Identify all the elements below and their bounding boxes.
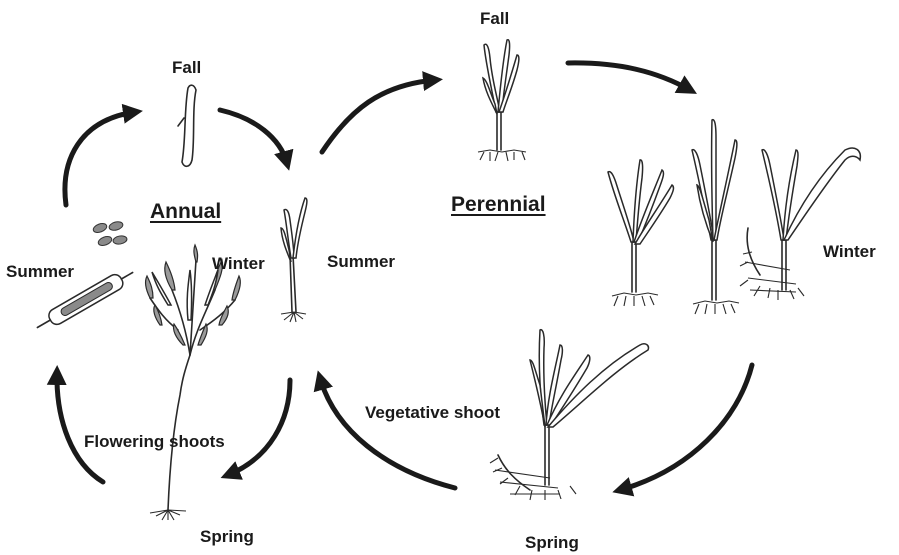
annual-winter-label: Winter bbox=[212, 254, 265, 274]
annual-fall-label: Fall bbox=[172, 58, 201, 78]
perennial-title: Perennial bbox=[451, 193, 546, 217]
annual-fall-seedling bbox=[178, 85, 196, 166]
annual-flowering-label: Flowering shoots bbox=[84, 432, 225, 452]
perennial-fall-label: Fall bbox=[480, 9, 509, 29]
arrow-perennial-fall-to-winter bbox=[568, 63, 690, 90]
arrow-perennial-summer-to-fall bbox=[322, 80, 435, 152]
arrow-perennial-spring-to-summer bbox=[320, 378, 455, 488]
arrow-annual-winter-to-spring bbox=[228, 380, 290, 475]
arrow-annual-spring-to-summer bbox=[57, 373, 103, 482]
annual-summer-label: Summer bbox=[6, 262, 74, 282]
perennial-winter-plant-2 bbox=[692, 120, 739, 314]
arrow-annual-summer-to-fall bbox=[65, 112, 135, 205]
perennial-spring-plant bbox=[490, 330, 648, 500]
perennial-summer-label: Summer bbox=[327, 252, 395, 272]
annual-title: Annual bbox=[150, 200, 221, 224]
perennial-vegetative-label: Vegetative shoot bbox=[365, 403, 500, 423]
perennial-winter-plant-1 bbox=[608, 160, 673, 306]
perennial-fall-plant bbox=[478, 40, 526, 161]
perennial-spring-label: Spring bbox=[525, 533, 579, 553]
annual-seeds bbox=[92, 220, 128, 247]
annual-winter-plant bbox=[281, 198, 307, 322]
perennial-winter-label: Winter bbox=[823, 242, 876, 262]
arrow-annual-fall-to-winter bbox=[220, 110, 287, 163]
perennial-winter-plant-3 bbox=[740, 148, 860, 300]
annual-spring-label: Spring bbox=[200, 527, 254, 547]
arrow-perennial-winter-to-spring bbox=[620, 365, 752, 490]
annual-flowering-plant bbox=[146, 245, 241, 520]
